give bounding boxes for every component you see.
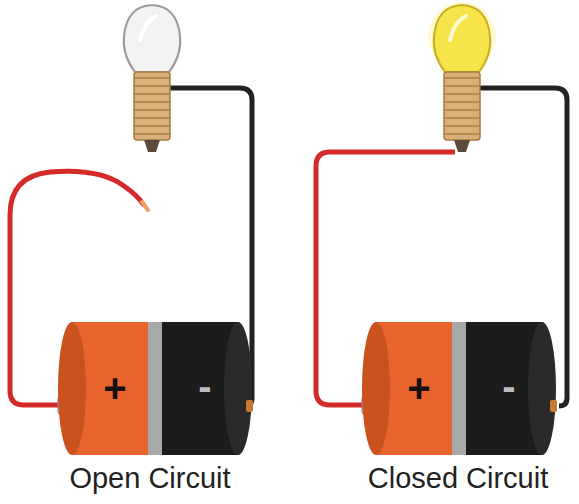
light-bulb-on (428, 2, 496, 152)
caption-label: Closed Circuit (368, 464, 549, 493)
polarity-sign: + (103, 368, 126, 408)
light-bulb-off (124, 5, 181, 152)
closed-circuit (316, 2, 567, 455)
battery (58, 322, 253, 455)
caption-label: Open Circuit (69, 464, 230, 493)
polarity-sign: - (198, 366, 211, 406)
polarity-sign: - (502, 366, 515, 406)
battery (362, 322, 557, 455)
polarity-sign: + (407, 368, 430, 408)
open-circuit (10, 5, 253, 455)
bare-wire-end (142, 202, 148, 210)
